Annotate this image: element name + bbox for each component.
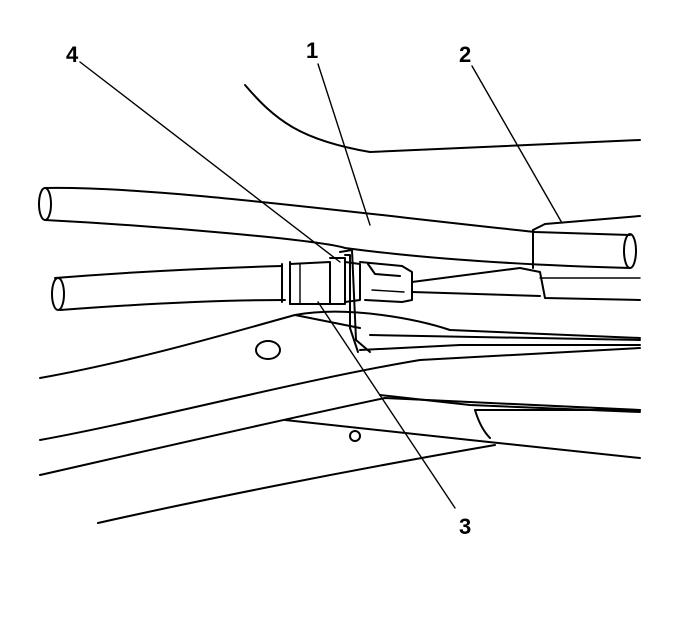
lower-pipe: [51, 265, 286, 311]
upper-contour-line: [244, 84, 641, 153]
quick-connector: [281, 257, 361, 305]
callout-label-3: 3: [459, 514, 472, 539]
callout-label-4: 4: [66, 42, 79, 67]
leader-line-2: [471, 65, 563, 224]
leader-line-3: [317, 301, 456, 509]
frame-structure: [39, 310, 641, 524]
retainer-bracket: [339, 249, 541, 353]
callout-label-1: 1: [306, 38, 319, 63]
callout-label-2: 2: [459, 42, 472, 67]
leader-line-1: [317, 63, 371, 226]
upper-pipe: [38, 186, 637, 269]
protective-sleeve: [519, 215, 641, 301]
leader-line-4: [79, 61, 341, 263]
